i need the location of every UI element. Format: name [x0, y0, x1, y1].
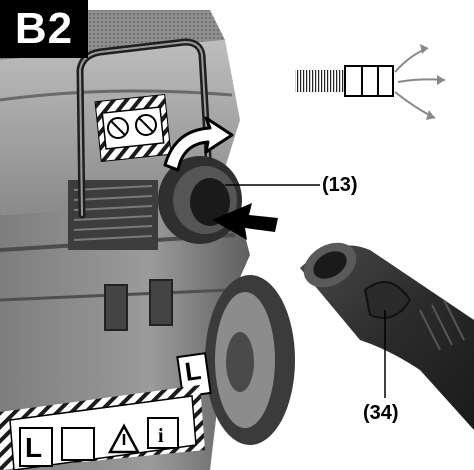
latch-right [149, 279, 173, 326]
callout-13: (13) [322, 174, 358, 196]
push-arrow-icon [212, 203, 278, 240]
figure-badge: B2 [0, 0, 88, 58]
dust-class-icon [61, 427, 95, 461]
rotate-arrow-icon [163, 116, 234, 172]
bottom-l-box [19, 427, 53, 467]
svg-text:i: i [158, 425, 164, 447]
bottom-l-letter: L [25, 432, 43, 463]
manual-info-icon [147, 417, 179, 449]
hose-coil-inset [295, 70, 345, 92]
callout-34: (34) [363, 402, 399, 424]
connector-inset [344, 65, 394, 97]
latch-left [104, 284, 128, 331]
hose-connector [300, 245, 474, 430]
